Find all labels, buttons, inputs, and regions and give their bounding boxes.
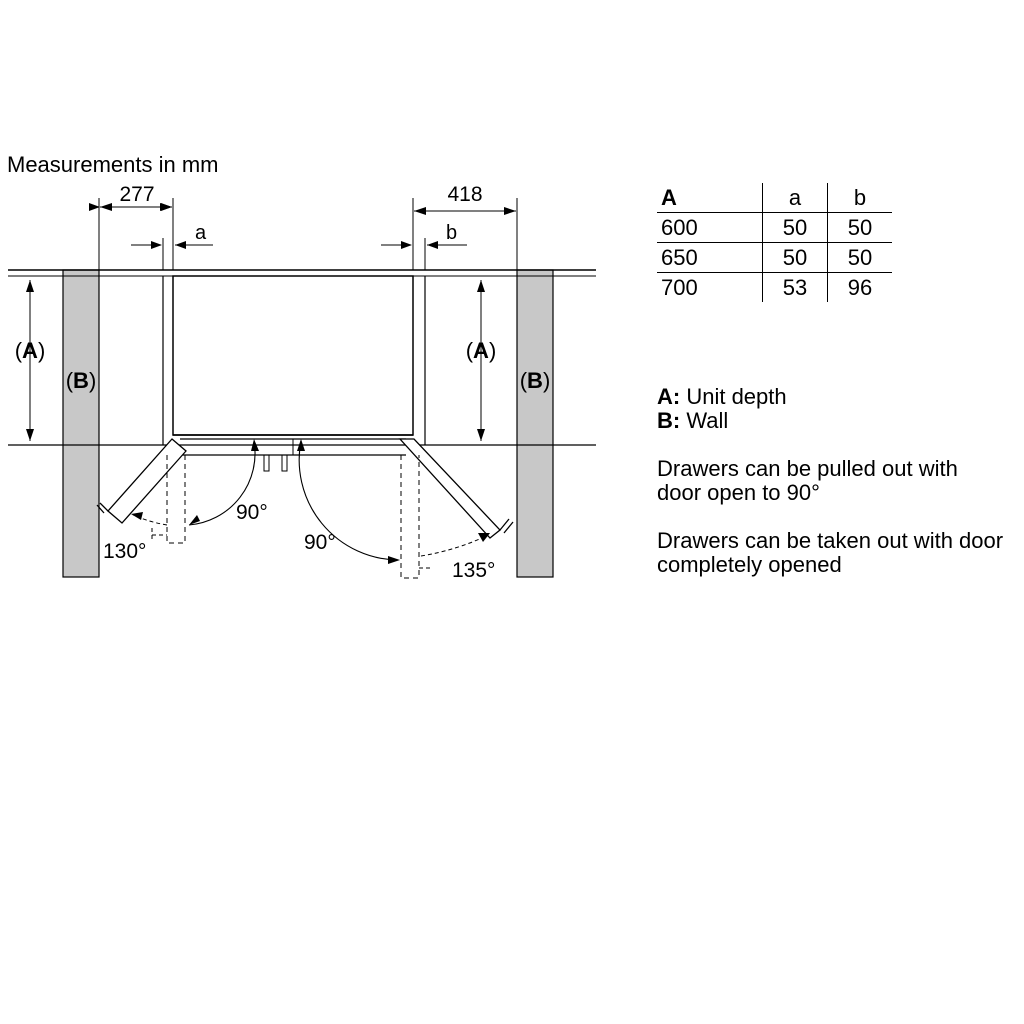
page-title: Measurements in mm — [7, 152, 219, 177]
legend-item-unit-depth: A: Unit depth — [657, 385, 787, 409]
appliance-body — [172, 275, 414, 436]
note-drawers-pulled: Drawers can be pulled out with door open… — [657, 456, 958, 505]
handle-right — [281, 454, 288, 472]
legend-key: B: — [657, 408, 681, 433]
angle-left-inner: 90° — [236, 501, 268, 524]
table-cell: 50 — [762, 242, 828, 273]
dim-277-label: 277 — [119, 183, 154, 206]
table-header-row: A a b — [657, 183, 892, 213]
table-cell: 50 — [762, 212, 828, 243]
legend-key: A: — [657, 384, 681, 409]
table-cell: 96 — [827, 272, 892, 302]
table-row: 700 53 96 — [657, 272, 892, 302]
legend: A: Unit depth B: Wall — [657, 385, 787, 433]
depth-label-left: (A) — [15, 338, 46, 363]
table-cell: 650 — [657, 242, 763, 273]
wall-label-right: (B) — [520, 368, 551, 393]
table-row: 650 50 50 — [657, 242, 892, 273]
legend-item-wall: B: Wall — [657, 409, 787, 433]
table-cell: 600 — [657, 212, 763, 243]
table-header-a-lower: a — [762, 183, 828, 213]
wall-left — [62, 269, 100, 578]
angle-right-inner: 90° — [304, 531, 336, 554]
gap-b-label: b — [446, 222, 457, 244]
wall-label-left: (B) — [66, 368, 97, 393]
angle-right-outer: 135° — [452, 559, 495, 582]
angle-left-outer: 130° — [103, 540, 146, 563]
gap-a-label: a — [195, 222, 207, 244]
table-cell: 53 — [762, 272, 828, 302]
dim-418-label: 418 — [447, 183, 482, 206]
right-door — [398, 438, 501, 539]
legend-text: Wall — [680, 408, 729, 433]
table-header-b: b — [827, 183, 892, 213]
note-drawers-removed: Drawers can be taken out with door compl… — [657, 528, 1004, 577]
wall-right — [516, 269, 554, 578]
table-cell: 700 — [661, 275, 698, 300]
table-cell: 50 — [827, 212, 892, 243]
left-door — [107, 438, 187, 524]
table-header-a-upper: A — [657, 183, 763, 213]
depth-label-right: (A) — [466, 338, 497, 363]
legend-text: Unit depth — [680, 384, 787, 409]
spec-table: A a b 600 50 50 650 50 50 700 53 96 — [657, 183, 892, 302]
table-row: 600 50 50 — [657, 212, 892, 243]
handle-left — [263, 454, 270, 472]
table-cell: 50 — [827, 242, 892, 273]
